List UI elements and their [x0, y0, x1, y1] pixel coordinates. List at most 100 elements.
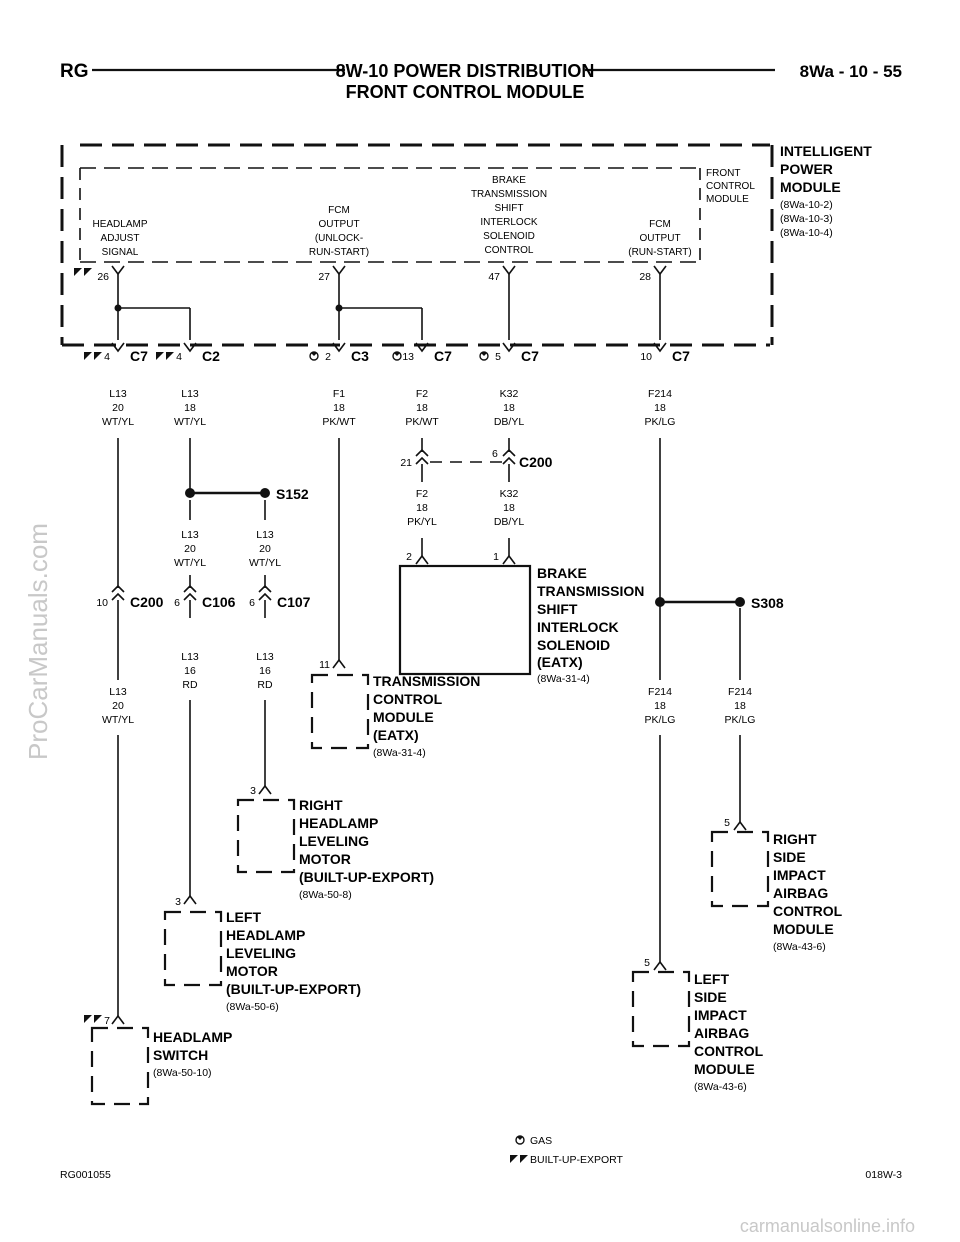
conn-3-name: C3 [351, 348, 369, 364]
ipm-ref-1: (8Wa-10-2) [780, 199, 833, 211]
fcm-out-47-label-2: TRANSMISSION [471, 189, 547, 200]
right-hl-name-1: RIGHT [299, 797, 343, 813]
fcm-out-28-label-1: FCM [649, 219, 671, 230]
left-hl-ref: (8Wa-50-6) [226, 1001, 279, 1013]
wire-s152-1-color: WT/YL [174, 557, 206, 569]
c200-upper-pin-left: 21 [400, 457, 412, 469]
fcm-name-2: CONTROL [706, 181, 755, 192]
wire-c200-2-gauge: 18 [503, 502, 515, 514]
wire-top-6-color: PK/LG [645, 416, 676, 428]
fcm-out-27-label-1: FCM [328, 205, 350, 216]
conn-5-name: C7 [521, 348, 539, 364]
conn-2-name: C2 [202, 348, 220, 364]
left-hl-name-2: HEADLAMP [226, 927, 305, 943]
wire-s152-1-code: L13 [181, 529, 199, 541]
conn-3-pin: 2 [325, 351, 331, 363]
fcm-out-28-label-2: OUTPUT [639, 233, 680, 244]
footer-figure-id: RG001055 [60, 1169, 111, 1181]
wire-mid-3-gauge: 16 [259, 665, 271, 677]
wire-s152-2-gauge: 20 [259, 543, 271, 555]
tcm-name-1: TRANSMISSION [373, 673, 480, 689]
fcm-out-27-label-2: OUTPUT [318, 219, 359, 230]
hl-switch-name-1: HEADLAMP [153, 1029, 232, 1045]
right-airbag-name-2: SIDE [773, 849, 806, 865]
conn-4-pin: 13 [402, 351, 414, 363]
c200-upper-name: C200 [519, 454, 553, 470]
right-hl-pin: 3 [250, 785, 256, 797]
header-left: RG [60, 61, 89, 82]
left-hl-name-4: MOTOR [226, 963, 278, 979]
right-airbag-name-1: RIGHT [773, 831, 817, 847]
fcm-name-1: FRONT [706, 168, 740, 179]
fcm-name-3: MODULE [706, 194, 749, 205]
fcm-pin-47: 47 [488, 271, 500, 283]
tcm-pin: 11 [319, 659, 330, 671]
conn-6-name: C7 [672, 348, 690, 364]
mid-conn-3-pin: 6 [249, 597, 255, 609]
wire-mid-1-code: L13 [109, 686, 127, 698]
wire-c200-1-color: PK/YL [407, 516, 437, 528]
hl-switch-ref: (8Wa-50-10) [153, 1067, 212, 1079]
wire-top-3-code: F1 [333, 388, 345, 400]
s308-name: S308 [751, 595, 784, 611]
wire-top-3-gauge: 18 [333, 402, 345, 414]
btsi-name-2: TRANSMISSION [537, 583, 644, 599]
wire-s308-2-gauge: 18 [734, 700, 746, 712]
btsi-pin-a: 2 [406, 551, 412, 563]
right-airbag-name-5: CONTROL [773, 903, 843, 919]
conn-5-pin: 5 [495, 351, 501, 363]
wire-top-4-gauge: 18 [416, 402, 428, 414]
wire-s152-1-gauge: 20 [184, 543, 196, 555]
conn-2-pin: 4 [176, 351, 182, 363]
c200-upper-pin-right: 6 [492, 448, 498, 460]
wire-top-1-code: L13 [109, 388, 127, 400]
wire-mid-2-color: RD [182, 679, 198, 691]
wire-top-4-color: PK/WT [405, 416, 439, 428]
conn-4-name: C7 [434, 348, 452, 364]
ipm-name-2: POWER [780, 161, 833, 177]
fcm-out-26-label-3: SIGNAL [102, 247, 139, 258]
conn-6-pin: 10 [640, 351, 652, 363]
right-airbag-name-3: IMPACT [773, 867, 826, 883]
btsi-pin-b: 1 [493, 551, 499, 563]
left-airbag-name-4: AIRBAG [694, 1025, 749, 1041]
wire-mid-2-code: L13 [181, 651, 199, 663]
left-airbag-name-1: LEFT [694, 971, 729, 987]
left-airbag-name-5: CONTROL [694, 1043, 764, 1059]
tcm-name-2: CONTROL [373, 691, 443, 707]
wire-s308-1-color: PK/LG [645, 714, 676, 726]
left-airbag-name-3: IMPACT [694, 1007, 747, 1023]
wire-top-2-gauge: 18 [184, 402, 196, 414]
right-hl-name-4: MOTOR [299, 851, 351, 867]
hl-switch-name-2: SWITCH [153, 1047, 208, 1063]
wire-top-6-gauge: 18 [654, 402, 666, 414]
right-hl-name-2: HEADLAMP [299, 815, 378, 831]
header-title-line1: 8W-10 POWER DISTRIBUTION [336, 61, 595, 81]
wire-top-3-color: PK/WT [322, 416, 356, 428]
fcm-out-47-label-3: SHIFT [495, 203, 524, 214]
tcm-ref: (8Wa-31-4) [373, 747, 426, 759]
right-airbag-pin: 5 [724, 817, 730, 829]
ipm-name-3: MODULE [780, 179, 841, 195]
left-hl-pin: 3 [175, 896, 181, 908]
left-airbag-name-6: MODULE [694, 1061, 755, 1077]
wire-mid-1-color: WT/YL [102, 714, 134, 726]
watermark-bottom: carmanualsonline.info [740, 1216, 915, 1236]
mid-conn-3-name: C107 [277, 594, 311, 610]
right-hl-name-3: LEVELING [299, 833, 369, 849]
tcm-name-4: (EATX) [373, 727, 419, 743]
wire-top-5-gauge: 18 [503, 402, 515, 414]
btsi-name-5: SOLENOID [537, 637, 610, 653]
legend-built-up-export: BUILT-UP-EXPORT [530, 1154, 624, 1166]
fcm-out-26-label-1: HEADLAMP [92, 219, 147, 230]
header-page-number: 8Wa - 10 - 55 [800, 62, 902, 81]
mid-conn-2-name: C106 [202, 594, 236, 610]
wire-top-2-color: WT/YL [174, 416, 206, 428]
mid-conn-1-pin: 10 [96, 597, 108, 609]
wire-c200-2-code: K32 [500, 488, 519, 500]
wire-top-4-code: F2 [416, 388, 428, 400]
watermark-side: ProCarManuals.com [23, 523, 53, 760]
btsi-name-1: BRAKE [537, 565, 587, 581]
btsi-name-3: SHIFT [537, 601, 578, 617]
